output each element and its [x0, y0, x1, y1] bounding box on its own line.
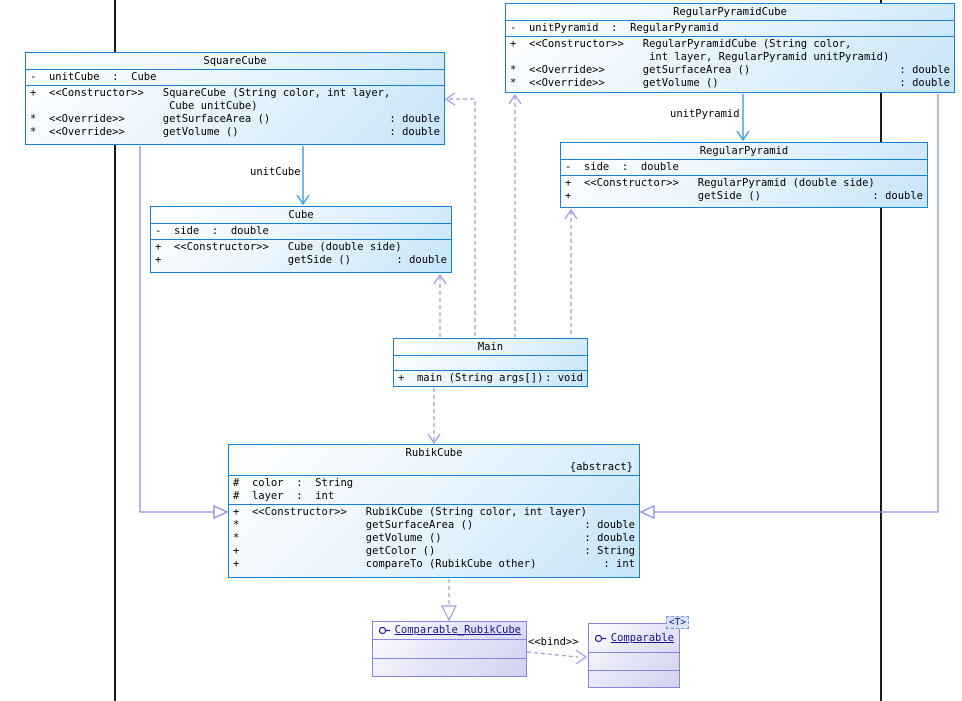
attribute-line: - unitPyramid : RegularPyramid: [510, 22, 719, 34]
method-line: + getSide (): double: [565, 190, 923, 202]
interface-box-comparable[interactable]: <T> Comparable: [588, 616, 689, 688]
empty-section: [373, 639, 526, 658]
methods-section: + <<Constructor>> RubikCube (String colo…: [229, 504, 639, 577]
association-unitpyramid[interactable]: [736, 94, 750, 142]
attributes-section: - side : double: [561, 159, 927, 175]
interface-lollipop-icon: [378, 626, 390, 635]
abstract-tag: {abstract}: [569, 461, 633, 473]
dependency-main-regularpyramid[interactable]: [564, 208, 578, 337]
methods-section: + <<Constructor>> RegularPyramidCube (St…: [506, 36, 954, 92]
method-line: * <<Override>> getVolume (): double: [510, 77, 950, 89]
method-line: Cube unitCube): [30, 100, 258, 112]
method-line: int layer, RegularPyramid unitPyramid): [510, 51, 890, 63]
interface-title-row: Comparable: [589, 624, 679, 652]
dependency-main-regularpyramidcube[interactable]: [508, 93, 522, 337]
association-label-unitcube: unitCube: [250, 166, 301, 178]
attribute-line: - side : double: [565, 161, 679, 173]
method-line: + <<Constructor>> RegularPyramid (double…: [565, 177, 875, 189]
method-line: * <<Override>> getSurfaceArea (): double: [30, 113, 440, 125]
attributes-section: # color : String # layer : int: [229, 475, 639, 504]
generalization-squarecube-rubikcube[interactable]: [139, 146, 229, 520]
method-line: * <<Override>> getSurfaceArea (): double: [510, 64, 950, 76]
interface-title-row: Comparable_RubikCube: [373, 622, 526, 639]
association-unitcube[interactable]: [296, 146, 310, 206]
empty-section: [589, 669, 679, 688]
method-line: + <<Constructor>> RubikCube (String colo…: [233, 506, 588, 518]
methods-section: + <<Constructor>> Cube (double side) + g…: [151, 239, 451, 272]
association-label-unitpyramid: unitPyramid: [670, 108, 740, 120]
dependency-main-rubikcube[interactable]: [427, 388, 441, 445]
interface-title: Comparable_RubikCube: [394, 624, 521, 636]
empty-section: [373, 657, 526, 677]
bind-stereotype-label: <<bind>>: [528, 636, 579, 648]
attribute-line: # layer : int: [233, 490, 335, 502]
class-box-rubikcube[interactable]: RubikCube {abstract} # color : String # …: [228, 444, 640, 578]
class-title: RubikCube: [405, 447, 463, 459]
bind-arrow[interactable]: [526, 649, 588, 665]
methods-section: + main (String args[]): void: [394, 370, 587, 386]
method-line: + <<Constructor>> SquareCube (String col…: [30, 87, 391, 99]
empty-section: [589, 652, 679, 670]
attributes-section: - unitCube : Cube: [26, 69, 444, 85]
class-box-main[interactable]: Main + main (String args[]): void: [393, 338, 588, 387]
attributes-section-empty: [394, 355, 587, 370]
attribute-line: - side : double: [155, 225, 269, 237]
attribute-line: # color : String: [233, 477, 354, 489]
class-box-cube[interactable]: Cube - side : double + <<Constructor>> C…: [150, 206, 452, 273]
attribute-line: - unitCube : Cube: [30, 71, 157, 83]
dependency-main-squarecube[interactable]: [444, 92, 476, 337]
method-line: + getColor (): String: [233, 545, 635, 557]
interface-box-comparable-rubikcube[interactable]: Comparable_RubikCube: [372, 621, 527, 677]
class-box-regularpyramid[interactable]: RegularPyramid - side : double + <<Const…: [560, 142, 928, 208]
method-line: + <<Constructor>> Cube (double side): [155, 241, 402, 253]
class-box-squarecube[interactable]: SquareCube - unitCube : Cube + <<Constru…: [25, 52, 445, 145]
class-title: Cube: [288, 209, 314, 221]
realization-rubikcube-comparable[interactable]: [441, 579, 457, 622]
generalization-regularpyramidcube-rubikcube[interactable]: [639, 94, 939, 520]
method-line: + main (String args[]): void: [398, 372, 583, 384]
method-line: * <<Override>> getVolume (): double: [30, 126, 440, 138]
class-title: Main: [477, 341, 504, 353]
template-parameter-tag: <T>: [665, 616, 689, 629]
class-title: RegularPyramidCube: [673, 6, 787, 18]
method-line: * getSurfaceArea (): double: [233, 519, 635, 531]
class-title: SquareCube: [203, 55, 267, 67]
dependency-main-cube[interactable]: [433, 273, 447, 337]
method-line: + <<Constructor>> RegularPyramidCube (St…: [510, 38, 852, 50]
interface-lollipop-icon: [594, 634, 606, 642]
method-line: + getSide (): double: [155, 254, 447, 266]
interface-title: Comparable: [610, 631, 674, 644]
class-box-regularpyramidcube[interactable]: RegularPyramidCube - unitPyramid : Regul…: [505, 3, 955, 93]
methods-section: + <<Constructor>> SquareCube (String col…: [26, 85, 444, 144]
method-line: * getVolume (): double: [233, 532, 635, 544]
attributes-section: - unitPyramid : RegularPyramid: [506, 20, 954, 36]
methods-section: + <<Constructor>> RegularPyramid (double…: [561, 175, 927, 207]
method-line: + compareTo (RubikCube other): int: [233, 558, 635, 570]
class-title: RegularPyramid: [699, 145, 789, 157]
attributes-section: - side : double: [151, 223, 451, 239]
